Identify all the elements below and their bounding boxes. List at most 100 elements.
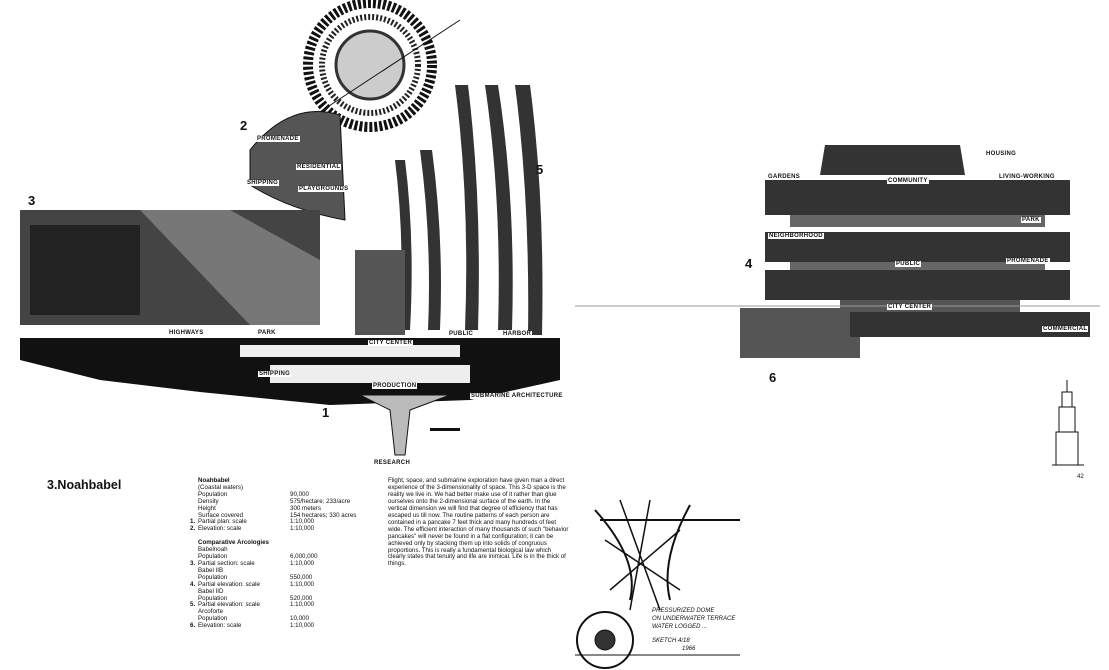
- sketch-year: 1966: [682, 646, 696, 652]
- label-public-4: PUBLIC: [895, 261, 922, 267]
- spec-label: Partial elevation: scale: [198, 580, 260, 588]
- spec-label: Elevation: scale: [198, 525, 242, 533]
- spec-value: 90,000: [290, 490, 309, 498]
- label-production: PRODUCTION: [372, 383, 418, 389]
- spec-figure-number: [190, 499, 198, 506]
- spec-label: Population: [198, 594, 228, 602]
- spec-row: Population 520,000: [198, 594, 378, 603]
- label-community: COMMUNITY: [887, 178, 929, 184]
- spec-row: Population 10,000: [198, 615, 378, 623]
- sketch-date: SKETCH 4/18: [652, 638, 690, 644]
- spec-value: 520,000: [290, 594, 313, 602]
- label-living-working: LIVING-WORKING: [998, 174, 1056, 180]
- spec-row: 5.Partial elevation: scale 1:10,000: [190, 601, 378, 609]
- spec-label: Partial elevation: scale: [198, 601, 260, 609]
- specs-heading: Noahbabel: [198, 477, 230, 484]
- spec-figure-number: [190, 547, 198, 554]
- spec-row: 2.Elevation: scale 1:10,000: [190, 525, 378, 533]
- spec-figure-number: 3.: [190, 559, 196, 567]
- spec-value: 10,000: [290, 615, 309, 623]
- figure-number-6: 6: [769, 370, 777, 385]
- figure-number-1: 1: [322, 405, 330, 420]
- essay-text: Flight, space, and submarine exploration…: [388, 477, 569, 568]
- label-highways: HIGHWAYS: [168, 330, 205, 336]
- spec-row: Population 550,000: [198, 573, 378, 582]
- spec-label: Arcoforte: [198, 608, 224, 616]
- spec-figure-number: [190, 568, 198, 575]
- label-submarine-architecture: SUBMARINE ARCHITECTURE: [470, 393, 564, 399]
- spec-row: Arcoforte: [198, 608, 378, 616]
- spec-label: Height: [198, 504, 216, 512]
- spec-figure-number: 1.: [190, 518, 196, 526]
- spec-label: Density: [198, 497, 219, 505]
- arcology-elevation-drawing: [575, 145, 1100, 358]
- spec-row: 4.Partial elevation: scale 1:10,000: [190, 580, 378, 589]
- spec-label: Partial plan: scale: [198, 518, 247, 526]
- spec-figure-number: 6.: [190, 622, 196, 630]
- figure-number-5: 5: [536, 162, 544, 177]
- tower-elevation-drawing: [395, 85, 543, 335]
- spec-label: Population: [198, 615, 228, 623]
- arcoforte-drawing: [1052, 380, 1084, 466]
- sketch-note-line: PRESSURIZED DOME: [652, 608, 715, 614]
- specs-table: Noahbabel (Coastal waters) Population 90,…: [190, 477, 378, 630]
- spec-value: 1:10,000: [290, 601, 315, 609]
- page-title: 3.Noahbabel: [47, 478, 122, 492]
- spec-label: Surface covered: [198, 511, 244, 519]
- spec-label: Population: [198, 553, 228, 561]
- sketch-note-line: WATER LOGGED ...: [652, 624, 708, 630]
- label-research: RESEARCH: [373, 460, 412, 466]
- label-harbor: HARBOR: [502, 331, 533, 337]
- spec-value: 550,000: [290, 573, 313, 581]
- figure-number-2: 2: [240, 118, 248, 133]
- pen-sketch: [575, 499, 740, 669]
- spec-figure-number: [190, 506, 198, 513]
- label-city-center-4: CITY CENTER: [887, 304, 933, 310]
- label-shipping: SHIPPING: [258, 371, 292, 377]
- label-residential: RESIDENTIAL: [296, 164, 342, 170]
- section-drawing: [20, 210, 405, 335]
- spec-row: Density 575/hectare; 233/acre: [198, 497, 378, 506]
- label-housing: HOUSING: [985, 151, 1018, 157]
- spec-label: Babel IIB: [198, 566, 224, 574]
- spec-value: 6,000,000: [290, 553, 318, 561]
- spec-value: 154 hectares; 330 acres: [290, 511, 357, 519]
- spec-label: Population: [198, 573, 228, 581]
- label-park: PARK: [257, 330, 277, 336]
- spec-label: Elevation: scale: [198, 622, 242, 630]
- spec-row: 3.Partial section: scale 1:10,000: [190, 559, 378, 568]
- spec-figure-number: 2.: [190, 525, 196, 533]
- spec-figure-number: 4.: [190, 580, 196, 588]
- spec-value: 1:10,000: [290, 525, 315, 533]
- figure-number-3: 3: [28, 193, 36, 208]
- spec-label: Babelnoah: [198, 546, 228, 554]
- spec-figure-number: 5.: [190, 601, 196, 609]
- label-gardens: GARDENS: [767, 174, 802, 180]
- figure-number-4: 4: [745, 256, 753, 271]
- label-neighborhood: NEIGHBORHOOD: [768, 233, 824, 239]
- spec-label: Partial section: scale: [198, 559, 255, 567]
- spec-row: 6.Elevation: scale 1:10,000: [190, 622, 378, 630]
- sketch-annotation: PRESSURIZED DOME ON UNDERWATER TERRACE W…: [652, 607, 742, 653]
- label-public: PUBLIC: [448, 331, 475, 337]
- spec-row: Height 300 meters: [198, 504, 378, 513]
- spec-value: 1:10,000: [290, 580, 315, 588]
- spec-row: Surface covered 154 hectares; 330 acres: [198, 511, 378, 520]
- label-commercial: COMMERCIAL: [1042, 326, 1089, 332]
- spec-row: Population 90,000: [198, 490, 378, 499]
- label-playgrounds: PLAYGROUNDS: [298, 186, 350, 192]
- spec-value: 1:10,000: [290, 622, 315, 630]
- comparative-heading: Comparative Arcologies: [198, 539, 269, 547]
- spec-row: Babel IIB: [198, 566, 378, 575]
- spec-value: 1:10,000: [290, 559, 315, 567]
- specs-subheading: (Coastal waters): [198, 483, 244, 491]
- spec-label: Population: [198, 490, 228, 498]
- spec-value: 300 meters: [290, 504, 321, 512]
- spec-value: 575/hectare; 233/acre: [290, 497, 351, 505]
- spec-row: Babel IID: [198, 588, 378, 596]
- label-park-4: PARK: [1021, 217, 1041, 223]
- spec-row: Population 6,000,000: [198, 553, 378, 561]
- spec-figure-number: [190, 609, 198, 616]
